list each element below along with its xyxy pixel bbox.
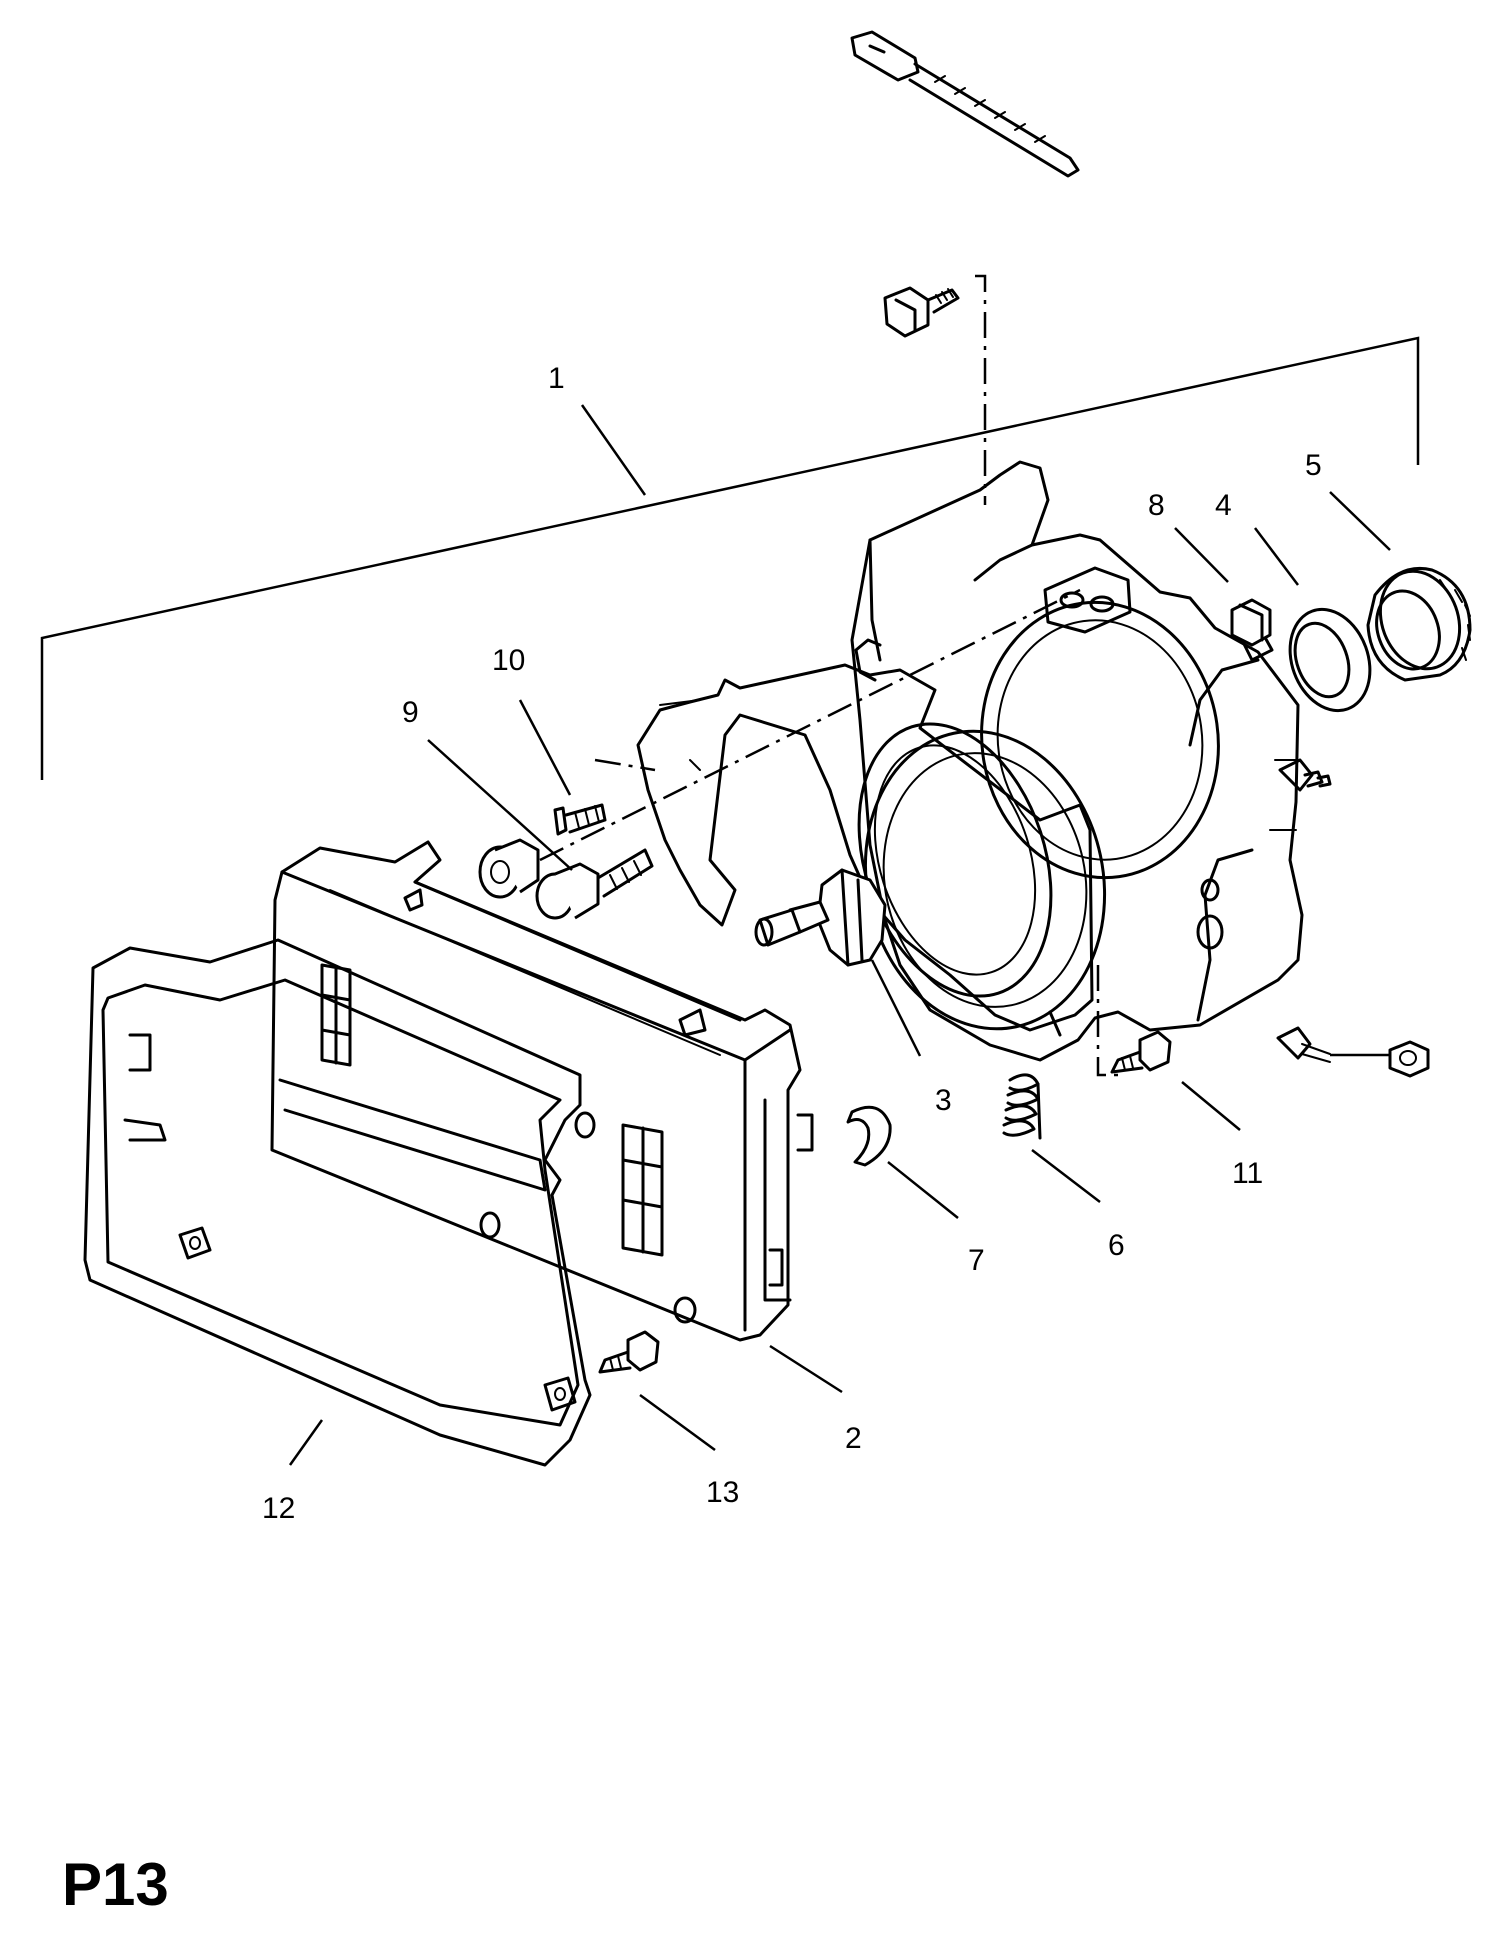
callout-7: 7 xyxy=(968,1244,985,1277)
callout-11: 11 xyxy=(1232,1157,1263,1190)
adjuster-screw-10 xyxy=(553,803,607,836)
callout-4: 4 xyxy=(1215,489,1232,522)
hex-nut xyxy=(1388,1040,1430,1078)
clip-nut xyxy=(1230,598,1272,647)
screw-11 xyxy=(1110,1030,1172,1074)
adjuster-screw-9 xyxy=(535,848,654,920)
leader-7 xyxy=(887,1161,959,1219)
spring xyxy=(1002,1073,1042,1140)
assembly-bracket xyxy=(40,336,1420,780)
bolt-alignment-line xyxy=(975,274,987,505)
seal-ring xyxy=(1288,607,1372,713)
leader-4 xyxy=(1254,527,1299,586)
callout-9: 9 xyxy=(402,696,419,729)
reflector xyxy=(636,663,1094,1032)
callout-8: 8 xyxy=(1148,489,1165,522)
adjuster-alignment-line xyxy=(1096,965,1120,1077)
top-bolt xyxy=(883,286,960,338)
leader-6 xyxy=(1031,1149,1101,1203)
leader-3 xyxy=(870,959,922,1057)
leader-10 xyxy=(518,699,572,796)
trim-frame xyxy=(83,938,592,1467)
callout-2: 2 xyxy=(845,1422,862,1455)
callout-6: 6 xyxy=(1108,1229,1125,1262)
leader-5 xyxy=(1329,491,1391,551)
page-label: P13 xyxy=(62,1851,169,1918)
cable-tie xyxy=(850,30,1080,178)
retaining-clip xyxy=(846,1105,892,1167)
leader-2 xyxy=(769,1344,843,1394)
reflector-adjust-line xyxy=(539,588,1081,862)
callout-12: 12 xyxy=(262,1492,295,1525)
bulb-cap xyxy=(1366,566,1472,682)
callout-13: 13 xyxy=(706,1476,739,1509)
leader-12 xyxy=(288,1419,324,1466)
callout-10: 10 xyxy=(492,644,525,677)
callout-3: 3 xyxy=(935,1084,952,1117)
housing-stud-upper xyxy=(1278,758,1332,792)
leader-11 xyxy=(1181,1081,1241,1131)
callout-1: 1 xyxy=(548,362,565,395)
headlamp-lens xyxy=(270,840,814,1342)
screw-13 xyxy=(598,1330,660,1374)
leader-1 xyxy=(580,404,647,496)
bulb xyxy=(754,868,887,967)
housing-stud-lower xyxy=(1276,1026,1331,1063)
leader-8 xyxy=(1174,527,1229,583)
callout-5: 5 xyxy=(1305,449,1322,482)
adjuster-screw-9-cap xyxy=(478,838,540,899)
headlamp-housing xyxy=(850,460,1304,1062)
leader-13 xyxy=(639,1393,716,1452)
reflector-adjust-line-2 xyxy=(594,758,656,772)
leader-9 xyxy=(427,739,573,871)
